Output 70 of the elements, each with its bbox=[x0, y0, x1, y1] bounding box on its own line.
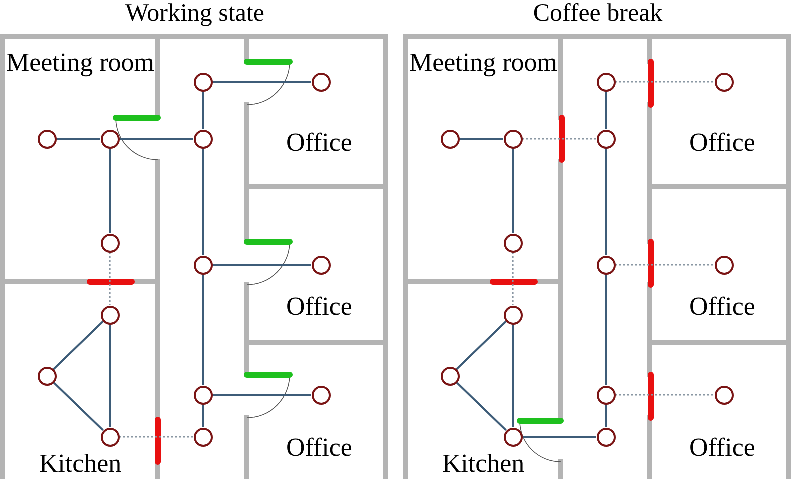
connector-line bbox=[212, 81, 312, 83]
connector-line bbox=[460, 138, 504, 140]
connector-line bbox=[522, 436, 596, 438]
room-label: Office bbox=[286, 295, 354, 319]
panel-title: Coffee break bbox=[532, 0, 664, 28]
connector-line bbox=[202, 148, 204, 256]
node-circle bbox=[100, 234, 120, 252]
connector-line bbox=[56, 138, 100, 140]
connector-line bbox=[605, 274, 607, 386]
connector-line bbox=[202, 274, 204, 386]
dotted-connector-line bbox=[512, 252, 514, 306]
room-label: Office bbox=[286, 131, 354, 155]
node-circle bbox=[38, 366, 56, 386]
node-circle bbox=[714, 386, 734, 404]
connector-line bbox=[512, 148, 514, 234]
dotted-connector-line bbox=[616, 394, 714, 396]
room-label: Kitchen bbox=[441, 452, 526, 476]
node-circle bbox=[100, 130, 120, 148]
connector-line bbox=[120, 138, 194, 140]
node-circle bbox=[194, 256, 212, 274]
node-circle bbox=[714, 256, 734, 274]
node-circle bbox=[504, 234, 522, 252]
room-label: Office bbox=[286, 436, 354, 460]
dotted-connector-line bbox=[522, 138, 596, 140]
room-label: Meeting room bbox=[5, 51, 156, 75]
room-label: Meeting room bbox=[408, 51, 559, 75]
node-circle bbox=[312, 72, 330, 92]
node-circle bbox=[596, 386, 616, 404]
dotted-connector-line bbox=[616, 264, 714, 266]
connector-line bbox=[109, 324, 111, 428]
connector-line bbox=[605, 92, 607, 130]
node-circle bbox=[194, 428, 212, 446]
room-label: Office bbox=[688, 436, 756, 460]
node-circle bbox=[596, 428, 616, 446]
node-circle bbox=[194, 72, 212, 92]
node-circle bbox=[312, 256, 330, 274]
connector-line bbox=[456, 320, 507, 370]
room-label: Kitchen bbox=[38, 452, 123, 476]
node-circle bbox=[504, 306, 522, 324]
connector-line bbox=[456, 382, 507, 432]
node-circle bbox=[596, 256, 616, 274]
dotted-connector-line bbox=[120, 436, 194, 438]
node-circle bbox=[194, 130, 212, 148]
node-circle bbox=[596, 72, 616, 92]
room-label: Office bbox=[688, 295, 756, 319]
connector-line bbox=[512, 324, 514, 428]
node-circle bbox=[596, 130, 616, 148]
connector-line bbox=[212, 394, 312, 396]
dotted-connector-line bbox=[616, 81, 714, 83]
connector-line bbox=[605, 404, 607, 428]
node-circle bbox=[440, 366, 460, 386]
connector-line bbox=[605, 148, 607, 256]
node-circle bbox=[440, 130, 460, 148]
connector-line bbox=[202, 404, 204, 428]
room-label: Office bbox=[688, 131, 756, 155]
node-circle bbox=[504, 130, 522, 148]
connector-line bbox=[202, 92, 204, 130]
connector-line bbox=[109, 148, 111, 234]
connector-line bbox=[212, 264, 312, 266]
node-circle bbox=[312, 386, 330, 404]
dotted-connector-line bbox=[109, 252, 111, 306]
connector-line bbox=[53, 320, 104, 370]
node-circle bbox=[100, 428, 120, 446]
node-circle bbox=[504, 428, 522, 446]
panel-title: Working state bbox=[124, 0, 266, 28]
connector-line bbox=[53, 382, 104, 432]
node-circle bbox=[38, 130, 56, 148]
node-circle bbox=[194, 386, 212, 404]
node-circle bbox=[714, 72, 734, 92]
node-circle bbox=[100, 306, 120, 324]
